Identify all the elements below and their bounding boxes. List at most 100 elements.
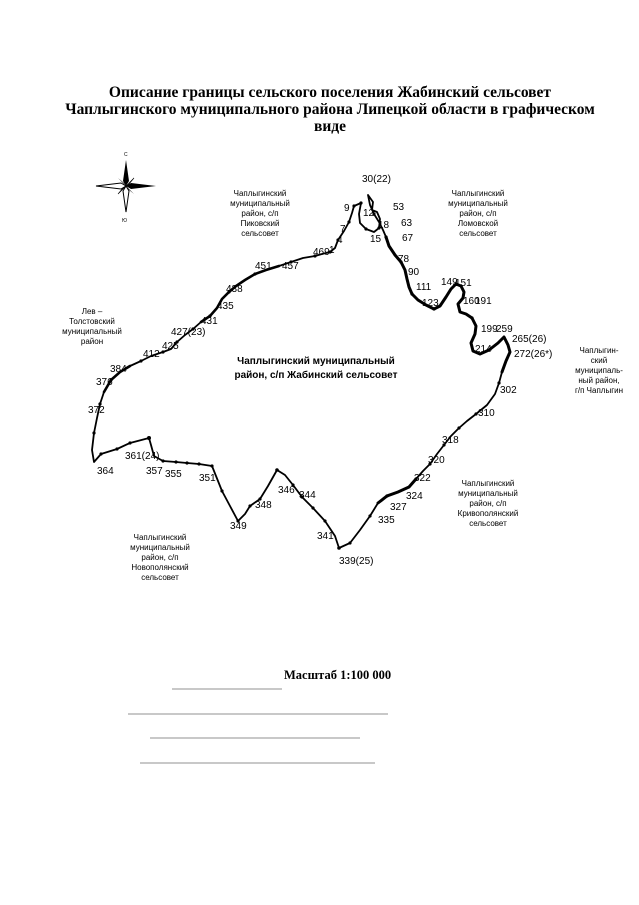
- area-label-line: Лев –: [82, 307, 103, 316]
- map-title: Описание границы сельского поселения Жаб…: [60, 84, 600, 135]
- point-label: 30(22): [362, 174, 391, 185]
- point-label: 469: [313, 247, 330, 258]
- point-label: 348: [255, 500, 272, 511]
- area-label-line: район, с/п: [459, 209, 496, 218]
- point-label: 18: [378, 220, 390, 231]
- area-label-line: Пиковский: [241, 219, 280, 228]
- point-label: 361(24): [125, 451, 159, 462]
- area-label-line: район, с/п: [141, 553, 178, 562]
- point-label: 214: [475, 344, 492, 355]
- compass-rose-icon: С Ю: [95, 152, 156, 224]
- point-label: 327: [390, 502, 407, 513]
- point-label: 302: [500, 385, 517, 396]
- point-label: 111: [416, 282, 432, 293]
- area-label-chaplygin: Чаплыгин- ский муниципаль- ный район, г/…: [575, 346, 623, 395]
- point-label: 457: [282, 261, 299, 272]
- compass-south-label: Ю: [122, 218, 127, 224]
- point-label: 310: [478, 408, 495, 419]
- area-label-line: Чаплыгинский: [462, 479, 515, 488]
- area-label-line: район, с/п: [241, 209, 278, 218]
- point-label: 384: [110, 364, 127, 375]
- area-label-line: муниципальный: [62, 327, 122, 336]
- scan-smudge: [172, 688, 282, 690]
- point-label: 199: [481, 324, 498, 335]
- point-label: 431: [201, 316, 218, 327]
- point-label: 324: [406, 491, 423, 502]
- point-label: 123: [422, 298, 439, 309]
- area-label-pikovsky: Чаплыгинский муниципальный район, с/п Пи…: [230, 189, 290, 238]
- point-label: 12: [363, 208, 375, 219]
- point-label: 149: [441, 277, 458, 288]
- point-label: 67: [402, 233, 414, 244]
- title-line-3: виде: [313, 118, 347, 135]
- point-label: 357: [146, 466, 163, 477]
- point-label: 372: [88, 405, 105, 416]
- area-label-line: муниципальный: [130, 543, 190, 552]
- point-label: 351: [199, 473, 216, 484]
- point-label: 438: [226, 284, 243, 295]
- area-label-novopolyansky: Чаплыгинский муниципальный район, с/п Но…: [130, 533, 190, 582]
- point-label: 435: [217, 301, 234, 312]
- point-label: 349: [230, 521, 247, 532]
- area-label-line: Чаплыгинский: [134, 533, 187, 542]
- area-label-line: Чаплыгинский: [234, 189, 287, 198]
- point-label: 425: [162, 341, 179, 352]
- point-label: 259: [496, 324, 513, 335]
- point-label: 335: [378, 515, 395, 526]
- point-label: 1: [329, 245, 335, 256]
- point-label: 346: [278, 485, 295, 496]
- point-label: 364: [97, 466, 114, 477]
- point-label: 318: [442, 435, 459, 446]
- area-label-line: Новополянский: [131, 563, 188, 572]
- area-label-line: ский: [591, 356, 607, 365]
- point-label: 63: [401, 218, 413, 229]
- point-label: 78: [398, 254, 410, 265]
- compass-north-label: С: [124, 152, 128, 158]
- point-label: 90: [408, 267, 420, 278]
- point-label: 191: [475, 296, 492, 307]
- area-label-lev-tolstovsky: Лев – Толстовский муниципальный район: [62, 307, 122, 346]
- area-label-line: сельсовет: [459, 229, 497, 238]
- point-label: 265(26): [512, 334, 546, 345]
- scale-label: Масштаб 1:100 000: [284, 668, 392, 682]
- point-label: 339(25): [339, 556, 373, 567]
- area-label-line: муниципаль-: [575, 366, 623, 375]
- boundary-thick-section: [102, 264, 281, 394]
- point-label: 4: [337, 235, 343, 246]
- scan-smudge: [140, 762, 375, 764]
- point-label: 320: [428, 455, 445, 466]
- point-label: 272(26*): [514, 349, 552, 360]
- point-label: 322: [414, 473, 431, 484]
- point-label: 341: [317, 531, 334, 542]
- title-line-1: Описание границы сельского поселения Жаб…: [108, 84, 552, 101]
- point-label: 160: [463, 296, 480, 307]
- title-line-2: Чаплыгинского муниципального района Липе…: [65, 101, 595, 118]
- area-label-line: Чаплыгин-: [580, 346, 619, 355]
- point-label: 451: [255, 261, 272, 272]
- scan-smudge: [128, 713, 388, 715]
- point-label: 344: [299, 490, 316, 501]
- area-label-line: сельсовет: [469, 519, 507, 528]
- area-label-line: район: [81, 337, 103, 346]
- point-label: 151: [455, 278, 472, 289]
- point-labels: 30(22) 53 63 67 78 90 111 123 149 151 16…: [88, 174, 552, 567]
- point-label: 53: [393, 202, 405, 213]
- point-label: 355: [165, 469, 182, 480]
- area-label-line: Чаплыгинский: [452, 189, 505, 198]
- area-label-zhabinsky: Чаплыгинский муниципальный район, с/п Жа…: [234, 356, 397, 381]
- boundary-vertices: [92, 201, 501, 550]
- area-label-line: г/п Чаплыгин: [575, 386, 623, 395]
- area-label-line: район, с/п: [469, 499, 506, 508]
- area-label-line: Кривополянский: [458, 509, 519, 518]
- point-label: 15: [370, 234, 382, 245]
- area-label-line: район, с/п Жабинский сельсовет: [234, 369, 397, 381]
- area-label-lomovsky: Чаплыгинский муниципальный район, с/п Ло…: [448, 189, 508, 238]
- area-label-line: сельсовет: [241, 229, 279, 238]
- area-label-line: муниципальный: [448, 199, 508, 208]
- point-label: 7: [340, 224, 346, 235]
- area-label-krivopolyansky: Чаплыгинский муниципальный район, с/п Кр…: [458, 479, 519, 528]
- scan-smudge: [150, 737, 360, 739]
- area-label-line: сельсовет: [141, 573, 179, 582]
- point-label: 9: [344, 203, 350, 214]
